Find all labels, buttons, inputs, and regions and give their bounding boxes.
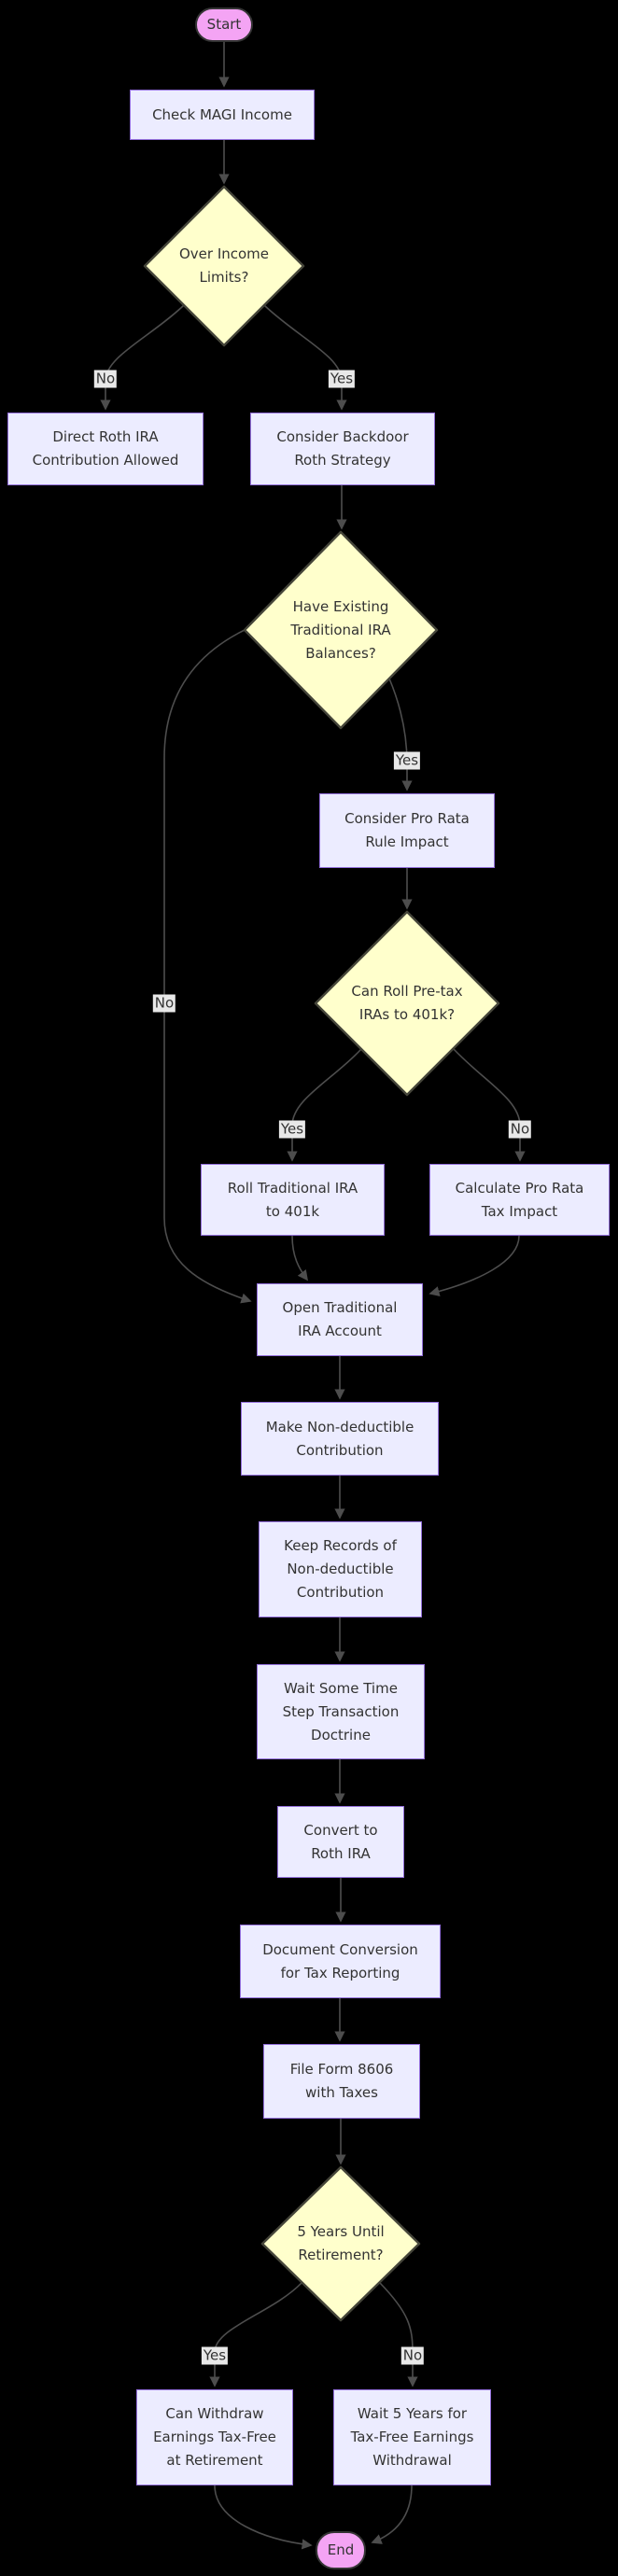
edge-wait5-to-end (371, 2485, 413, 2544)
node-roll-traditional-ira: Roll Traditional IRA to 401k (201, 1164, 385, 1236)
node-can-roll-pretax: Can Roll Pre-tax IRAs to 401k? (329, 961, 485, 1045)
node-consider-backdoor: Consider Backdoor Roth Strategy (250, 413, 435, 485)
edge-label-over-limits-no: No (93, 370, 118, 388)
node-convert-to-roth: Convert to Roth IRA (277, 1806, 404, 1878)
node-start: Start (195, 7, 253, 42)
node-start-label: Start (206, 16, 242, 33)
node-direct-roth-allowed: Direct Roth IRA Contribution Allowed (7, 413, 204, 485)
node-consider-backdoor-label: Consider Backdoor Roth Strategy (276, 428, 409, 469)
decision-shape-can-roll-pretax (314, 910, 500, 1097)
node-wait-5-years: Wait 5 Years for Tax-Free Earnings Withd… (333, 2389, 491, 2485)
node-keep-records-label: Keep Records of Non-deductible Contribut… (284, 1537, 397, 1601)
edge-five-years-no (379, 2282, 418, 2387)
node-wait-some-time-label: Wait Some Time Step Transaction Doctrine (282, 1679, 400, 1743)
node-roll-traditional-ira-label: Roll Traditional IRA to 401k (227, 1179, 358, 1220)
edge-roll-ira-to-open-ira (291, 1235, 309, 1281)
edge-can-roll-no (453, 1048, 526, 1162)
node-five-years-until-retirement-label: 5 Years Until Retirement? (297, 2223, 385, 2263)
node-open-traditional-ira-label: Open Traditional IRA Account (282, 1299, 398, 1339)
node-make-nondeductible-contribution: Make Non-deductible Contribution (241, 1402, 439, 1476)
node-over-income-limits: Over Income Limits? (154, 229, 294, 303)
edge-label-five-years-no: No (400, 2346, 425, 2365)
edge-five-years-yes (209, 2282, 302, 2387)
node-wait-5-years-label: Wait 5 Years for Tax-Free Earnings Withd… (350, 2405, 474, 2469)
edge-over-limits-yes (263, 304, 347, 411)
node-consider-pro-rata-label: Consider Pro Rata Rule Impact (344, 810, 470, 850)
edge-label-over-limits-yes: Yes (328, 370, 356, 388)
decision-shape-over-income-limits (143, 185, 305, 347)
node-over-income-limits-label: Over Income Limits? (178, 245, 270, 286)
node-consider-pro-rata: Consider Pro Rata Rule Impact (319, 793, 495, 868)
decision-shape-five-years-until-retirement (260, 2165, 421, 2322)
node-have-existing-balances-label: Have Existing Traditional IRA Balances? (290, 597, 391, 662)
edge-label-five-years-yes: Yes (201, 2346, 229, 2365)
decision-shape-have-existing-balances (243, 530, 439, 730)
node-open-traditional-ira: Open Traditional IRA Account (257, 1283, 423, 1356)
node-check-magi-income-label: Check MAGI Income (152, 105, 292, 123)
node-file-form-8606-label: File Form 8606 with Taxes (289, 2061, 394, 2101)
node-five-years-until-retirement: 5 Years Until Retirement? (271, 2201, 411, 2287)
edge-over-limits-no (100, 304, 185, 411)
node-direct-roth-allowed-label: Direct Roth IRA Contribution Allowed (32, 428, 179, 469)
edge-label-can-roll-no: No (508, 1120, 532, 1139)
edge-have-existing-no (163, 629, 252, 1304)
node-have-existing-balances: Have Existing Traditional IRA Balances? (266, 581, 415, 679)
node-can-withdraw-taxfree: Can Withdraw Earnings Tax-Free at Retire… (136, 2389, 293, 2485)
node-can-roll-pretax-label: Can Roll Pre-tax IRAs to 401k? (351, 983, 463, 1023)
edge-can-roll-yes (287, 1048, 362, 1162)
edge-have-existing-yes (388, 678, 413, 791)
node-file-form-8606: File Form 8606 with Taxes (263, 2044, 420, 2119)
node-document-conversion-label: Document Conversion for Tax Reporting (262, 1940, 418, 1981)
edge-label-can-roll-yes: Yes (278, 1120, 306, 1139)
node-convert-to-roth-label: Convert to Roth IRA (303, 1821, 378, 1862)
node-keep-records: Keep Records of Non-deductible Contribut… (259, 1521, 422, 1617)
node-check-magi-income: Check MAGI Income (130, 90, 315, 140)
edge-label-have-existing-yes: Yes (393, 751, 421, 770)
node-wait-some-time: Wait Some Time Step Transaction Doctrine (257, 1664, 425, 1759)
edge-withdraw-to-end (214, 2485, 313, 2550)
node-make-nondeductible-contribution-label: Make Non-deductible Contribution (265, 1418, 414, 1459)
edge-calc-pro-rata-to-open-ira (428, 1235, 520, 1297)
node-calculate-pro-rata: Calculate Pro Rata Tax Impact (429, 1164, 610, 1236)
node-end-label: End (327, 2541, 355, 2558)
node-document-conversion: Document Conversion for Tax Reporting (240, 1925, 441, 1998)
node-calculate-pro-rata-label: Calculate Pro Rata Tax Impact (455, 1179, 584, 1220)
node-can-withdraw-taxfree-label: Can Withdraw Earnings Tax-Free at Retire… (153, 2405, 276, 2469)
node-end: End (316, 2531, 366, 2569)
edge-label-have-existing-no: No (152, 994, 176, 1013)
